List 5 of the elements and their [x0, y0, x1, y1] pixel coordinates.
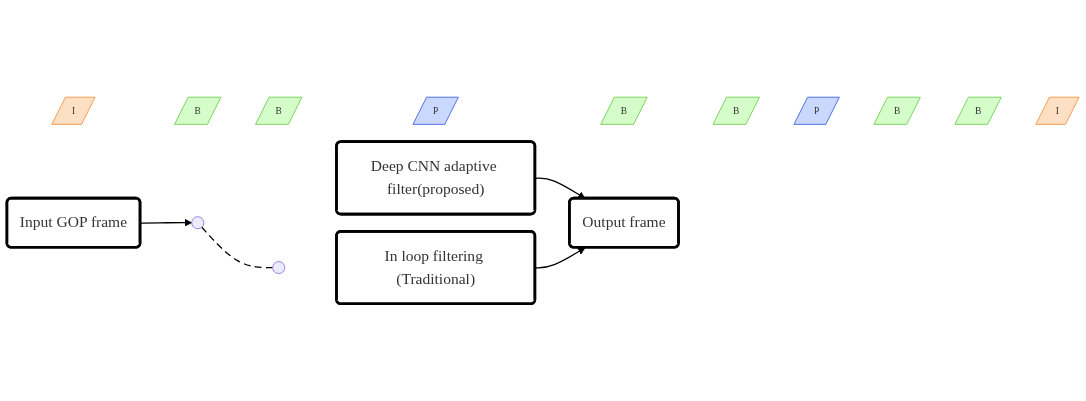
node-circle: [191, 216, 205, 230]
arrow: [534, 177, 586, 199]
arrow: [534, 247, 586, 269]
connector: [201, 226, 274, 269]
node-circle: [272, 261, 286, 275]
